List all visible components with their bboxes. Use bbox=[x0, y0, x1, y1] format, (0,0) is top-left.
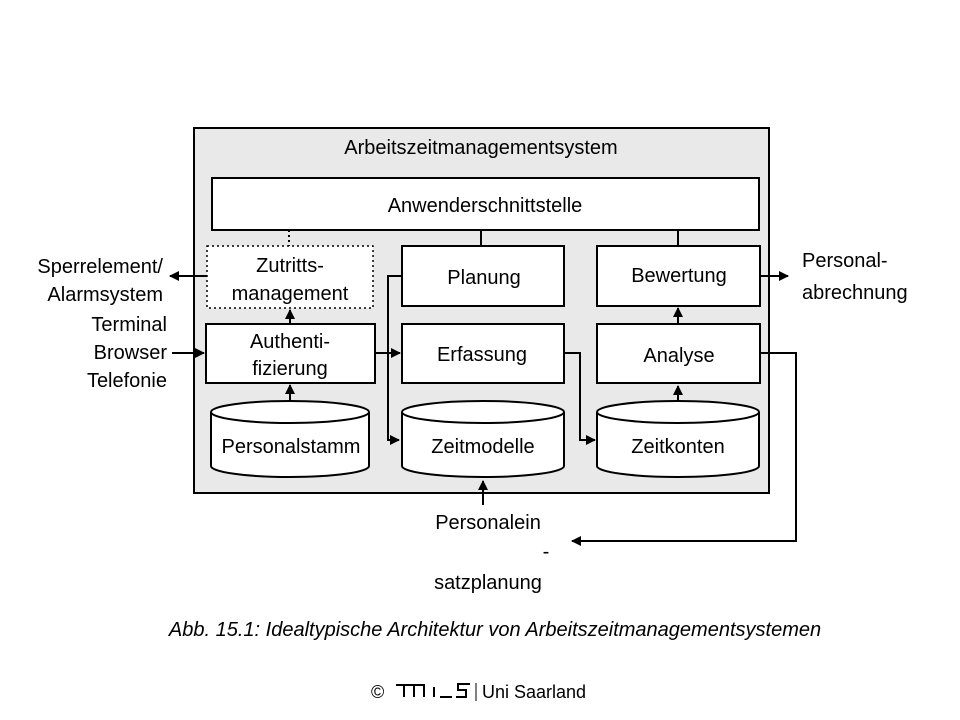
zeitkonten-label: Zeitkonten bbox=[631, 436, 724, 458]
personalabrechnung-label-line2: abrechnung bbox=[802, 282, 908, 304]
personalstamm-datastore bbox=[210, 400, 370, 478]
authentifizierung-label-line1: Authenti- bbox=[250, 331, 330, 353]
lsi-logo-icon bbox=[396, 683, 470, 698]
sperrelement-label-line1: Sperrelement/ bbox=[37, 256, 163, 278]
authentifizierung-label-line2: fizierung bbox=[252, 358, 328, 380]
personaleinsatz-label-line1: Personalein bbox=[435, 512, 541, 534]
erfassung-box bbox=[401, 323, 565, 384]
zutritt-label-line1: Zutritts- bbox=[256, 255, 324, 277]
system-title: Arbeitszeitmanagementsystem bbox=[344, 137, 617, 159]
footer-org: Uni Saarland bbox=[482, 682, 586, 702]
personaleinsatz-label-line3: satzplanung bbox=[434, 572, 542, 594]
zeitmodelle-datastore bbox=[401, 400, 565, 478]
erfassung-to-zeitkonten-arrow bbox=[564, 352, 596, 445]
analyse-box bbox=[596, 323, 761, 384]
zutritt-label-line2: management bbox=[232, 283, 349, 305]
zeitkonten-datastore bbox=[596, 400, 760, 478]
personalabrechnung-label-line1: Personal- bbox=[802, 250, 888, 272]
bewertung-box bbox=[596, 245, 761, 307]
terminal-label-line2: Browser bbox=[94, 342, 168, 364]
authentifizierung-box bbox=[205, 323, 376, 384]
anwenderschnittstelle-box bbox=[211, 177, 760, 231]
planung-label: Planung bbox=[447, 267, 520, 289]
zeitmodelle-label: Zeitmodelle bbox=[431, 436, 534, 458]
analyse-to-personaleinsatz-arrow bbox=[571, 352, 797, 546]
terminal-label-line1: Terminal bbox=[91, 314, 167, 336]
erfassung-label: Erfassung bbox=[437, 344, 527, 366]
planung-to-zeitmodelle-arrow bbox=[387, 275, 402, 445]
bewertung-label: Bewertung bbox=[631, 265, 727, 287]
terminal-label-line3: Telefonie bbox=[87, 370, 167, 392]
personalstamm-label: Personalstamm bbox=[222, 436, 361, 458]
sperrelement-label-line2: Alarmsystem bbox=[47, 284, 163, 306]
analyse-label: Analyse bbox=[643, 345, 714, 367]
personaleinsatz-label-line2: - bbox=[543, 541, 550, 563]
planung-box bbox=[401, 245, 565, 307]
anwenderschnittstelle-label: Anwenderschnittstelle bbox=[388, 195, 583, 217]
copyright-symbol: © bbox=[371, 682, 384, 702]
figure-caption: Abb. 15.1: Idealtypische Architektur von… bbox=[168, 619, 821, 641]
